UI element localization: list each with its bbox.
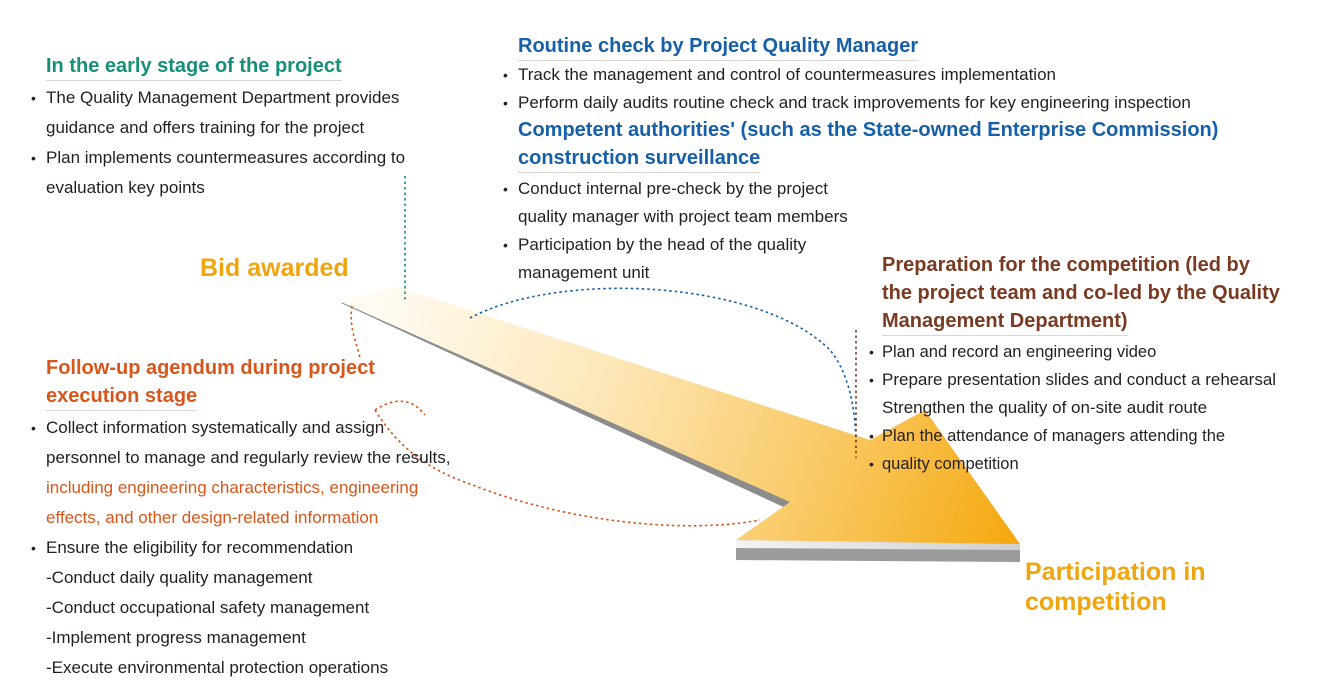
connector-follow-up-start [374, 400, 426, 416]
list-item: • Collect information systematically and… [31, 413, 546, 533]
arrow-base-face [736, 540, 1020, 550]
authorities-list: • Conduct internal pre-check by the proj… [503, 175, 1308, 287]
list-item-text: Prepare presentation slides and conduct … [882, 370, 1277, 389]
list-item: • Plan the attendance of managers attend… [869, 422, 1312, 450]
list-item-text: Strengthen the quality of on-site audit … [882, 398, 1208, 417]
list-item-text: The Quality Management Department provid… [46, 88, 400, 107]
bullet-icon: • [503, 95, 508, 111]
bullet-icon: • [31, 540, 36, 556]
list-item-text: Track the management and control of coun… [518, 65, 1056, 84]
list-item: • Conduct internal pre-check by the proj… [503, 175, 1308, 231]
list-item: • Track the management and control of co… [503, 61, 1308, 89]
list-item: • Plan and record an engineering video [869, 338, 1312, 366]
stage-participation-line1: Participation in [1025, 558, 1206, 586]
routine-check-list: • Track the management and control of co… [503, 61, 1308, 117]
list-item-text: guidance and offers training for the pro… [46, 118, 365, 137]
bullet-icon: • [869, 456, 874, 472]
follow-up-block: Follow-up agendum during project executi… [31, 354, 546, 683]
list-item-text: Plan and record an engineering video [882, 343, 1157, 361]
list-item: • Plan implements countermeasures accord… [31, 143, 486, 203]
early-stage-block: In the early stage of the project • The … [31, 52, 486, 203]
early-stage-title: In the early stage of the project [46, 52, 342, 81]
list-item-text: Ensure the eligibility for recommendatio… [46, 538, 354, 557]
preparation-title-line3: Management Department) [882, 307, 1128, 336]
bullet-icon: • [503, 237, 508, 253]
bullet-icon: • [869, 428, 874, 444]
stage-participation-line2: competition [1025, 588, 1167, 616]
arrow-body [341, 286, 1020, 544]
list-item: • Participation by the head of the quali… [503, 231, 1308, 287]
bullet-icon: • [869, 344, 874, 360]
list-item-text: Participation by the head of the quality [518, 235, 807, 254]
list-item: • Perform daily audits routine check and… [503, 89, 1308, 117]
connector-follow-up [350, 305, 361, 361]
bullet-icon: • [31, 150, 36, 166]
preparation-title-line1: Preparation for the competition (led by [882, 254, 1250, 276]
routine-check-title: Routine check by Project Quality Manager [518, 32, 919, 61]
list-item-text: personnel to manage and regularly review… [46, 448, 451, 467]
follow-up-list: • Collect information systematically and… [31, 413, 546, 683]
bullet-icon: • [31, 420, 36, 436]
list-item: • The Quality Management Department prov… [31, 83, 486, 143]
preparation-list: • Plan and record an engineering video •… [869, 338, 1312, 478]
sub-item-text: -Implement progress management [46, 628, 306, 647]
sub-item-text: -Execute environmental protection operat… [46, 658, 389, 677]
bullet-icon: • [503, 67, 508, 83]
authorities-title-line2: construction surveillance [518, 144, 761, 173]
list-item: • Ensure the eligibility for recommendat… [31, 533, 546, 683]
follow-up-title-line2: execution stage [46, 382, 198, 411]
list-item-text: quality manager with project team member… [518, 207, 848, 226]
list-item-highlight-text: effects, and other design-related inform… [46, 508, 379, 527]
connector-follow-up-loop [374, 409, 761, 527]
stage-participation: Participation in competition [1025, 557, 1206, 617]
list-item: • quality competition [869, 450, 1312, 478]
bullet-icon: • [869, 372, 874, 388]
list-item-text: management unit [518, 263, 650, 282]
routine-check-block: Routine check by Project Quality Manager… [503, 32, 1308, 117]
preparation-title-line2: the project team and co-led by the Quali… [882, 282, 1280, 304]
list-item-text: Plan implements countermeasures accordin… [46, 148, 406, 167]
bullet-icon: • [31, 90, 36, 106]
list-item-text: evaluation key points [46, 178, 205, 197]
authorities-title-line1: Competent authorities' (such as the Stat… [518, 119, 1219, 141]
stage-bid-awarded: Bid awarded [200, 254, 349, 282]
sub-item-text: -Conduct daily quality management [46, 568, 313, 587]
list-item-text: Plan the attendance of managers attendin… [882, 427, 1226, 445]
authorities-block: Competent authorities' (such as the Stat… [503, 116, 1308, 287]
list-item-text: quality competition [882, 455, 1019, 473]
list-item-text: Collect information systematically and a… [46, 418, 385, 437]
sub-item-text: -Conduct occupational safety management [46, 598, 370, 617]
list-item-text: Conduct internal pre-check by the projec… [518, 179, 828, 198]
list-item-text: Perform daily audits routine check and t… [518, 93, 1191, 112]
preparation-block: Preparation for the competition (led by … [869, 251, 1312, 478]
list-item: • Prepare presentation slides and conduc… [869, 366, 1312, 422]
list-item-highlight-text: including engineering characteristics, e… [46, 478, 419, 497]
follow-up-title-line1: Follow-up agendum during project [46, 357, 375, 379]
early-stage-list: • The Quality Management Department prov… [31, 83, 486, 203]
bullet-icon: • [503, 181, 508, 197]
